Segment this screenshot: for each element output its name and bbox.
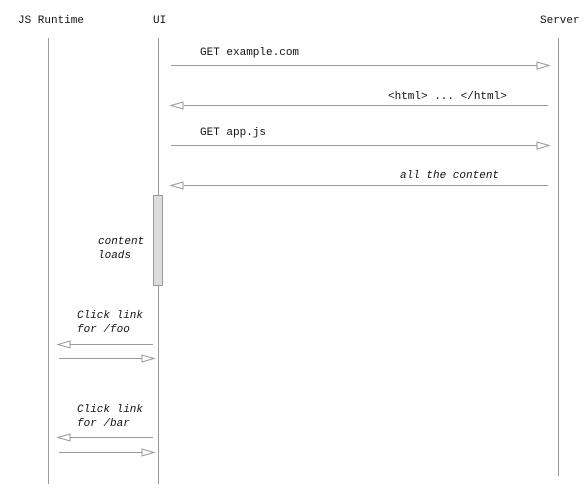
arrow-head (536, 61, 551, 70)
click-label-line2: for /foo (77, 324, 130, 336)
activation-note-line1: content (98, 236, 144, 248)
click-label-line2: for /bar (77, 418, 130, 430)
message-label: GET app.js (200, 127, 266, 139)
participant-server: Server (540, 15, 580, 27)
click-label-line1: Click link (77, 310, 143, 322)
participant-ui: UI (153, 15, 166, 27)
participant-js-runtime: JS Runtime (18, 15, 84, 27)
arrow-head (56, 433, 71, 442)
arrow-head (169, 181, 184, 190)
arrow-head (56, 340, 71, 349)
message-label: <html> ... </html> (388, 91, 507, 103)
activation-bar (153, 195, 163, 286)
message-label: all the content (400, 170, 499, 182)
activation-note-line2: loads (98, 250, 131, 262)
arrow-head (141, 448, 156, 457)
click-label-line1: Click link (77, 404, 143, 416)
message-label: GET example.com (200, 47, 299, 59)
arrow-head (169, 101, 184, 110)
arrow-head (141, 354, 156, 363)
arrow-head (536, 141, 551, 150)
